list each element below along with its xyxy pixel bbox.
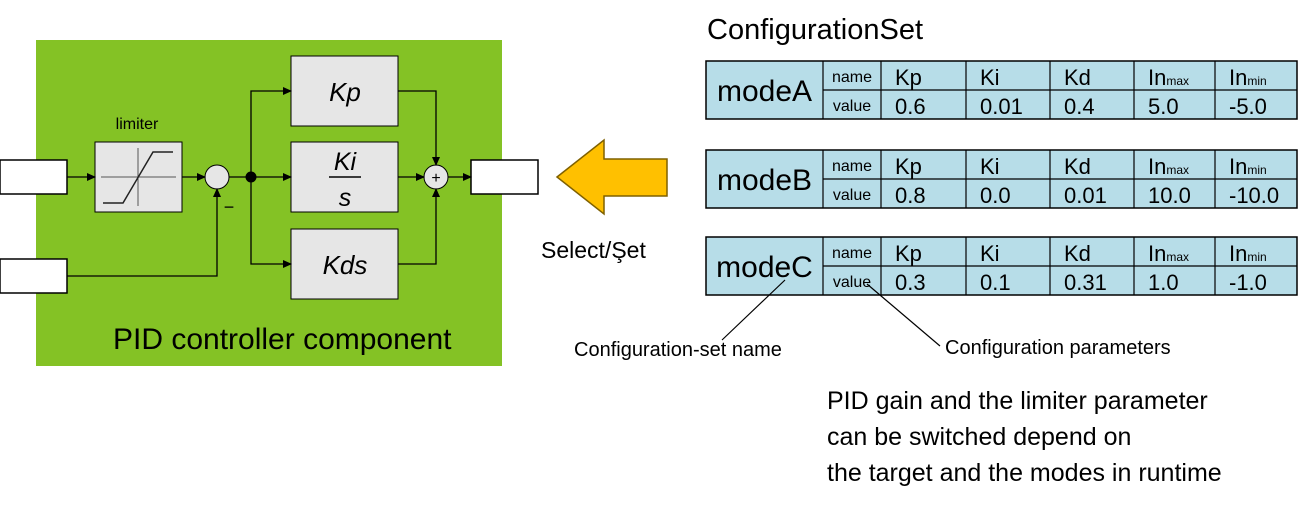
- select-set-label: Select/Şet: [541, 237, 646, 263]
- value-row-label: value: [833, 187, 871, 204]
- kd-block[interactable]: [290, 228, 399, 300]
- input-port-reference[interactable]: [0, 159, 68, 195]
- ki-numerator: Ki: [334, 148, 358, 176]
- note-line-3: the target and the modes in runtime: [827, 459, 1222, 487]
- limiter-curve-icon: [101, 148, 176, 206]
- configuration-set-name-label: Configuration-set name: [574, 339, 782, 361]
- kd-label: Kds: [323, 250, 368, 280]
- kp-block[interactable]: [290, 55, 399, 127]
- configuration-parameters-label: Configuration parameters: [945, 337, 1171, 359]
- name-row-label: name: [832, 158, 872, 175]
- param-name: Ki: [980, 65, 1000, 90]
- signal-wires: [67, 87, 472, 277]
- name-row-label: name: [832, 69, 872, 86]
- limiter-label: limiter: [116, 116, 159, 133]
- param-value: 0.01: [1064, 183, 1107, 208]
- param-value: 0.6: [895, 94, 926, 119]
- param-value: 0.3: [895, 270, 926, 295]
- param-name: Ki: [980, 154, 1000, 179]
- plus-sign: +: [431, 170, 440, 187]
- mode-name: modeC: [716, 251, 813, 284]
- param-name: Inmin: [1229, 65, 1267, 90]
- param-value: 0.4: [1064, 94, 1095, 119]
- ki-denominator: s: [339, 184, 352, 212]
- param-value: 0.8: [895, 183, 926, 208]
- param-name: Kd: [1064, 154, 1091, 179]
- callout-line-parameters: [866, 283, 941, 347]
- component-label: PID controller component: [113, 323, 452, 356]
- param-value: 10.0: [1148, 183, 1191, 208]
- param-name: Inmin: [1229, 241, 1267, 266]
- param-name: Kp: [895, 65, 922, 90]
- param-name: Kd: [1064, 241, 1091, 266]
- param-value: 0.0: [980, 183, 1011, 208]
- config-table-modeC[interactable]: modeC name value Kp 0.3 Ki 0.1 Kd 0.31 Inmax 1.0 In…: [705, 236, 1298, 296]
- select-arrow-icon: [555, 138, 668, 216]
- note-line-2: can be switched depend on: [827, 423, 1132, 451]
- output-port[interactable]: [470, 159, 539, 195]
- param-name: Inmax: [1148, 154, 1189, 179]
- param-value: -10.0: [1229, 183, 1279, 208]
- param-name: Kp: [895, 241, 922, 266]
- error-sum-junction: [204, 164, 230, 190]
- param-value: 5.0: [1148, 94, 1179, 119]
- param-value: 0.1: [980, 270, 1011, 295]
- mode-name: modeA: [717, 75, 812, 108]
- param-value: 1.0: [1148, 270, 1179, 295]
- param-value: 0.31: [1064, 270, 1107, 295]
- param-name: Inmin: [1229, 154, 1267, 179]
- param-name: Kd: [1064, 65, 1091, 90]
- name-row-label: name: [832, 245, 872, 262]
- param-name: Inmax: [1148, 241, 1189, 266]
- param-name: Kp: [895, 154, 922, 179]
- note-line-1: PID gain and the limiter parameter: [827, 387, 1208, 415]
- callout-line-set-name: [721, 279, 786, 341]
- config-table-modeB[interactable]: modeB name value Kp 0.8 Ki 0.0 Kd 0.01 Inmax 10.0 I…: [705, 149, 1298, 209]
- mode-name: modeB: [717, 164, 812, 197]
- param-name: Ki: [980, 241, 1000, 266]
- kp-label: Kp: [329, 77, 361, 107]
- value-row-label: value: [833, 274, 871, 291]
- input-port-feedback[interactable]: [0, 258, 68, 294]
- minus-sign: −: [224, 197, 235, 217]
- configuration-set-title: ConfigurationSet: [707, 14, 924, 46]
- value-row-label: value: [833, 98, 871, 115]
- param-value: -5.0: [1229, 94, 1267, 119]
- param-value: 0.01: [980, 94, 1023, 119]
- config-table-modeA[interactable]: modeA name value Kp 0.6 Ki 0.01 Kd 0.4 Inmax 5.0 In…: [705, 60, 1298, 120]
- param-value: -1.0: [1229, 270, 1267, 295]
- param-name: Inmax: [1148, 65, 1189, 90]
